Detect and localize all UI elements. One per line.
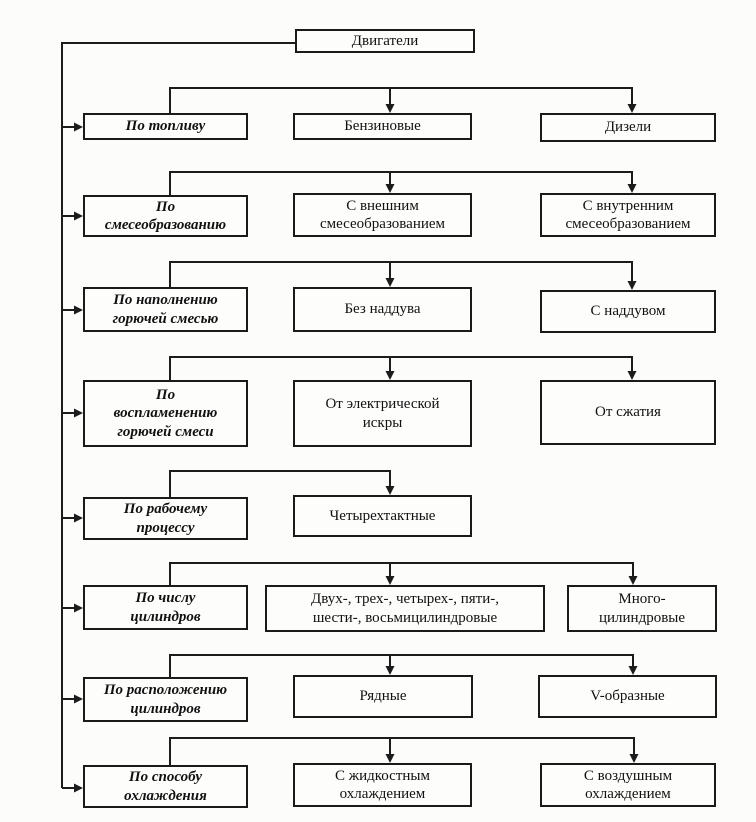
node-v-shaped: V-образные <box>538 675 717 718</box>
node-multi-cylinder: Много- цилиндровые <box>567 585 717 632</box>
node-gasoline: Бензиновые <box>293 113 472 140</box>
node-engines: Двигатели <box>295 29 475 53</box>
category-cylinder-count: По числу цилиндров <box>83 585 248 630</box>
node-external-mixture: С внешним смесеобразованием <box>293 193 472 237</box>
trunk-line <box>61 42 295 788</box>
node-no-supercharging: Без наддува <box>293 287 472 332</box>
node-four-stroke: Четырехтактные <box>293 495 472 537</box>
category-cooling: По способу охлаждения <box>83 765 248 808</box>
node-supercharged: С наддувом <box>540 290 716 333</box>
arrowheads <box>74 104 639 793</box>
category-mixture-formation: По смесеобразованию <box>83 195 248 237</box>
category-fuel: По топливу <box>83 113 248 140</box>
category-mixture-filling: По наполнению горючей смесью <box>83 287 248 332</box>
category-ignition: По воспламенению горючей смеси <box>83 380 248 447</box>
node-electric-spark: От электрической искры <box>293 380 472 447</box>
node-two-to-eight-cylinders: Двух-, трех-, четырех-, пяти-, шести-, в… <box>265 585 545 632</box>
node-inline: Рядные <box>293 675 473 718</box>
node-air-cooling: С воздушным охлаждением <box>540 763 716 807</box>
node-internal-mixture: С внутренним смесеобразованием <box>540 193 716 237</box>
category-cylinder-arrangement: По расположению цилиндров <box>83 677 248 722</box>
category-working-cycle: По рабочему процессу <box>83 497 248 540</box>
node-diesel: Дизели <box>540 113 716 142</box>
node-compression: От сжатия <box>540 380 716 445</box>
node-liquid-cooling: С жидкостным охлаждением <box>293 763 472 807</box>
